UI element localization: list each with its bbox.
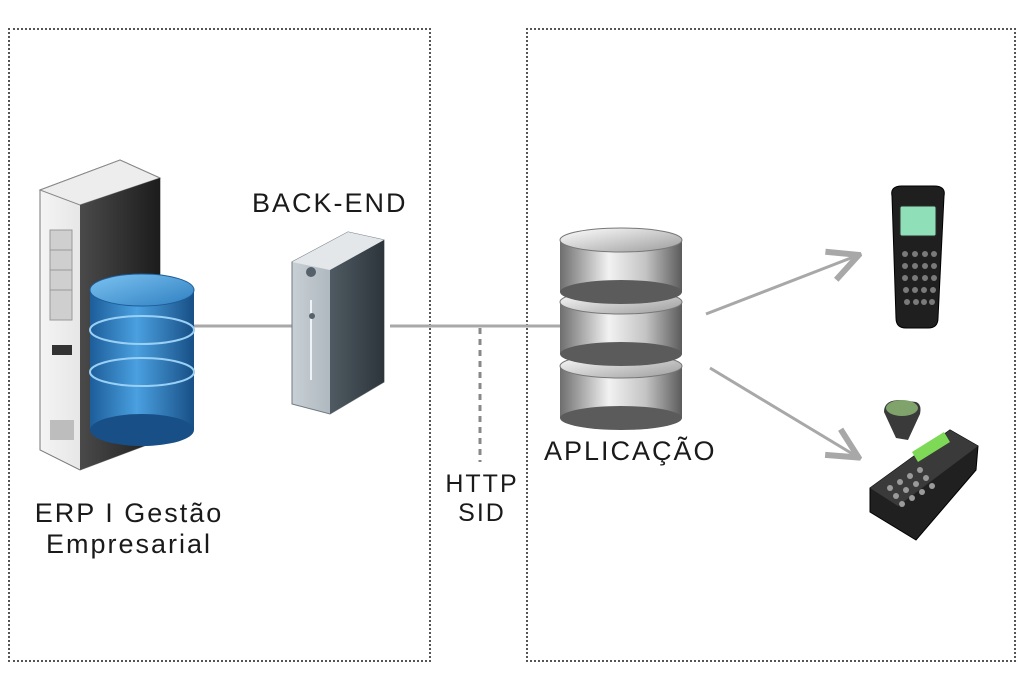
backend-server-icon [291, 231, 385, 415]
protocol-line1: HTTP [445, 470, 519, 498]
arrow-to-handheld [705, 256, 856, 316]
pos-terminal-scanner-icon [869, 400, 979, 541]
erp-label-line1: ERP I Gestão [34, 498, 224, 528]
arrow-to-pos [709, 366, 856, 456]
protocol-line2: SID [458, 498, 506, 527]
erp-zone [8, 28, 431, 662]
application-zone [526, 28, 1016, 662]
stacked-disks-icon [559, 227, 683, 430]
handheld-terminal-icon [891, 185, 945, 329]
application-label: APLICAÇÃO [544, 436, 717, 466]
erp-label: ERP I Gestão Empresarial [22, 498, 236, 560]
erp-label-line2: Empresarial [45, 529, 213, 560]
backend-label: BACK-END [252, 188, 408, 218]
server-database-icon [38, 159, 195, 471]
protocol-label: HTTP SID [444, 470, 520, 528]
